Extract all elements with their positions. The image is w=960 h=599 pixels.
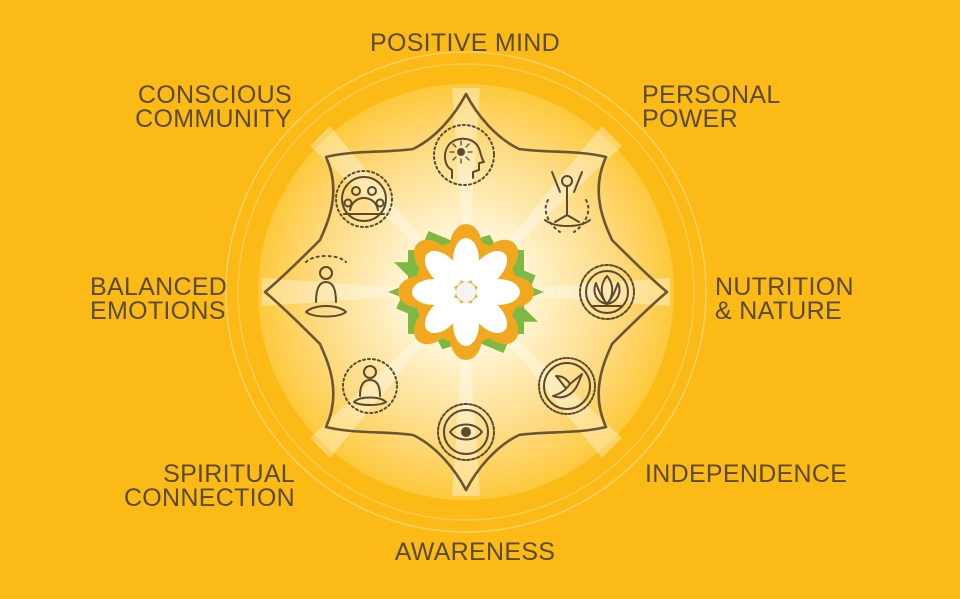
label-conscious-community: CONSCIOUS COMMUNITY <box>92 81 292 133</box>
dove-icon <box>538 357 596 415</box>
label-nutrition-nature-line-2: & NATURE <box>715 297 842 325</box>
label-positive-mind: POSITIVE MIND <box>360 29 570 57</box>
label-balanced-emotions-line-1: BALANCED <box>90 273 228 301</box>
meditating-figure-icon <box>305 255 347 318</box>
lotus-flower-icon <box>579 264 635 320</box>
label-independence-line-1: INDEPENDENCE <box>645 460 848 488</box>
label-spiritual-connection-line-1: SPIRITUAL <box>163 460 295 488</box>
outer-ring <box>225 51 707 533</box>
label-independence: INDEPENDENCE <box>645 460 848 488</box>
label-personal-power-line-1: PERSONAL <box>642 81 781 109</box>
label-nutrition-nature: NUTRITION & NATURE <box>715 273 854 325</box>
label-conscious-community-line-2: COMMUNITY <box>135 105 292 133</box>
lotus-petal-outline <box>263 92 669 492</box>
label-personal-power: PERSONAL POWER <box>642 81 781 133</box>
label-balanced-emotions-line-2: EMOTIONS <box>90 297 226 325</box>
label-nutrition-nature-line-1: NUTRITION <box>715 273 854 301</box>
label-conscious-community-line-1: CONSCIOUS <box>137 81 292 109</box>
label-awareness-line-1: AWARENESS <box>394 538 556 566</box>
eye-icon <box>437 403 495 461</box>
label-balanced-emotions: BALANCED EMOTIONS <box>90 273 228 325</box>
label-personal-power-line-2: POWER <box>642 105 738 133</box>
meditating-figure-aura-icon <box>342 358 398 414</box>
community-group-icon <box>335 170 393 228</box>
inner-ring <box>237 63 695 521</box>
raised-arms-icon <box>544 171 591 233</box>
label-awareness: AWARENESS <box>375 538 575 566</box>
label-spiritual-connection: SPIRITUAL CONNECTION <box>95 460 295 512</box>
head-rays-icon <box>433 124 495 186</box>
label-positive-mind-line-1: POSITIVE MIND <box>369 29 561 57</box>
central-lotus <box>388 224 544 360</box>
label-spiritual-connection-line-2: CONNECTION <box>123 484 295 512</box>
